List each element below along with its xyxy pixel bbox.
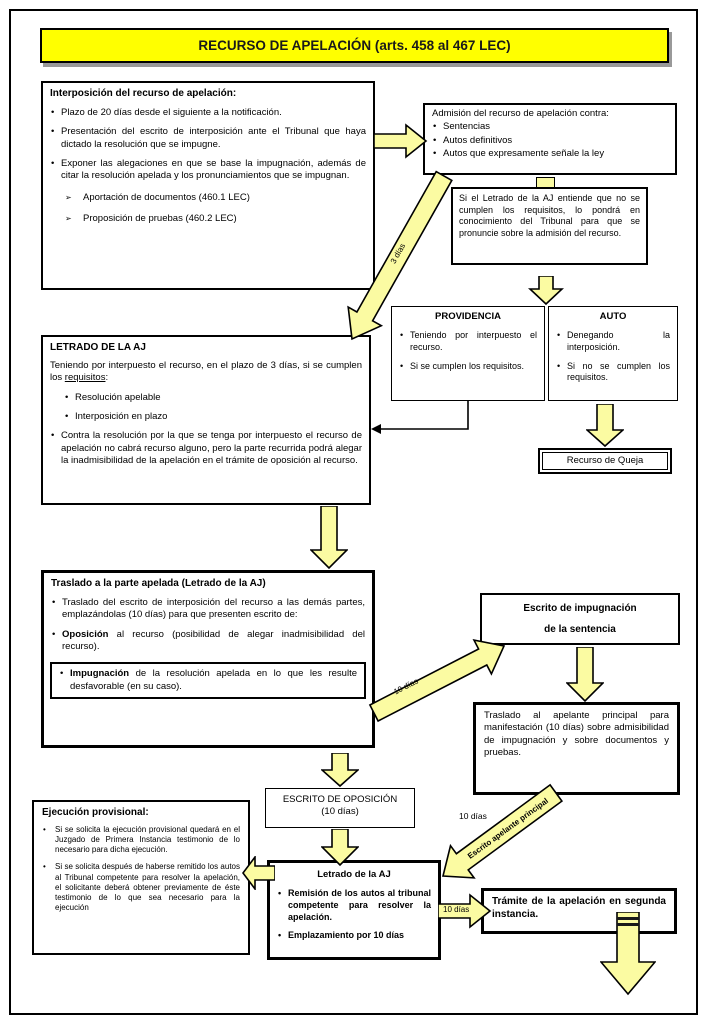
bullet: Interposición en plazo — [64, 411, 362, 424]
box-escrito-oposicion-line2: (10 días) — [321, 806, 359, 818]
box-interposicion-title: Interposición del recurso de apelación: — [50, 88, 237, 99]
arrow-3-dias-diagonal — [347, 170, 453, 341]
box-tramite-segunda-instancia: Trámite de la apelación en segunda insta… — [481, 888, 677, 934]
bullet: Resolución apelable — [64, 392, 362, 405]
box-tramite-text: Trámite de la apelación en segunda insta… — [492, 896, 666, 920]
box-escrito-oposicion: ESCRITO DE OPOSICIÓN (10 días) — [265, 788, 415, 828]
box-recurso-queja-label: Recurso de Queja — [566, 454, 644, 466]
bullet: Si no se cumplen los requisitos. — [556, 361, 670, 384]
bullet: Autos definitivos — [432, 135, 668, 148]
bullet: Exponer las alegaciones en que se base l… — [50, 158, 366, 183]
label-10-dias-arrow: 10 días — [443, 905, 470, 914]
box-letrado-aj-2: Letrado de la AJ Remisión de los autos a… — [267, 860, 441, 960]
box-letrado-aj: LETRADO DE LA AJ Teniendo por interpuest… — [41, 335, 371, 505]
box-auto: AUTO Denegando la interposición. Si no s… — [548, 306, 678, 401]
box-escrito-impugnacion-line2: de la sentencia — [544, 624, 616, 635]
box-traslado-apelante-text: Traslado al apelante principal para mani… — [484, 710, 669, 759]
box-escrito-oposicion-line1: ESCRITO DE OPOSICIÓN — [282, 794, 398, 805]
page-border — [9, 9, 698, 1015]
box-impugnacion-inner: Impugnación de la resolución apelada en … — [50, 662, 366, 700]
box-ejecucion-provisional: Ejecución provisional: Si se solicita la… — [32, 800, 250, 955]
arrow-letrado2-to-tramite — [438, 893, 492, 929]
bullet: Si se cumplen los requisitos. — [399, 361, 537, 373]
arrow-auto-to-queja — [586, 404, 624, 448]
arrow-providencia-to-letrado — [371, 401, 469, 434]
bullet: Si se solicita después de haberse remiti… — [42, 862, 240, 913]
bullet: Impugnación de la resolución apelada en … — [59, 668, 357, 693]
box-si-letrado: Si el Letrado de la AJ entiende que no s… — [451, 187, 648, 265]
box-interposicion: Interposición del recurso de apelación: … — [41, 81, 375, 290]
bullet: Presentación del escrito de interposició… — [50, 126, 366, 151]
bullet: Denegando la interposición. — [556, 330, 670, 353]
arrow-letrado2-to-ejecucion — [242, 856, 275, 890]
bullet: Teniendo por interpuesto el recurso. — [399, 330, 537, 353]
box-escrito-impugnacion-line1: Escrito de impugnación — [523, 603, 637, 614]
box-providencia: PROVIDENCIA Teniendo por interpuesto el … — [391, 306, 545, 401]
arrow-tramite-continuation — [600, 912, 656, 996]
bullet: Traslado del escrito de interposición de… — [51, 597, 365, 622]
arrow-letrado-to-traslado — [310, 506, 348, 570]
box-traslado-parte-apelada: Traslado a la parte apelada (Letrado de … — [41, 570, 375, 748]
page-title: RECURSO DE APELACIÓN (arts. 458 al 467 L… — [40, 28, 669, 63]
box-admision-title: Admisión del recurso de apelación contra… — [432, 108, 609, 119]
arrow-traslado-to-oposicion — [321, 753, 359, 788]
label-10-dias-plain: 10 días — [459, 811, 487, 821]
bullet: Autos que expresamente señale la ley — [432, 148, 668, 161]
sub-bullet: Proposición de pruebas (460.2 LEC) — [50, 213, 366, 225]
box-auto-title: AUTO — [599, 311, 627, 322]
bullet: Sentencias — [432, 121, 668, 134]
bullet: Emplazamiento por 10 días — [277, 930, 431, 942]
arrow-interposicion-to-admision — [374, 123, 428, 159]
box-traslado-title: Traslado a la parte apelada (Letrado de … — [51, 578, 266, 589]
bullet: Remisión de los autos al tribunal compet… — [277, 888, 431, 923]
arrow-escrito-apelante-diagonal — [441, 783, 564, 879]
bullet: Oposición al recurso (posibilidad de ale… — [51, 629, 365, 654]
box-traslado-apelante: Traslado al apelante principal para mani… — [473, 702, 680, 795]
sub-bullet: Aportación de documentos (460.1 LEC) — [50, 192, 366, 204]
bullet: Plazo de 20 días desde el siguiente a la… — [50, 107, 366, 120]
box-escrito-impugnacion: Escrito de impugnación de la sentencia — [480, 593, 680, 645]
box-letrado-aj-title: LETRADO DE LA AJ — [50, 342, 146, 353]
arrow-oposicion-to-letrado2 — [321, 829, 359, 867]
box-si-letrado-text: Si el Letrado de la AJ entiende que no s… — [459, 193, 640, 239]
box-admision: Admisión del recurso de apelación contra… — [423, 103, 677, 175]
arrow-10-dias-diagonal — [368, 638, 506, 723]
box-letrado-aj-2-title: Letrado de la AJ — [317, 869, 391, 880]
box-ejecucion-title: Ejecución provisional: — [42, 807, 149, 818]
underlined-word: requisitos — [64, 372, 106, 384]
bullet: Si se solicita la ejecución provisional … — [42, 825, 240, 855]
arrow-impugnacion-to-traslado-apelante — [566, 647, 604, 703]
box-providencia-title: PROVIDENCIA — [435, 311, 501, 322]
bullet: Contra la resolución por la que se tenga… — [50, 430, 362, 467]
box-letrado-aj-intro: Teniendo por interpuesto el recurso, en … — [50, 360, 362, 384]
box-recurso-queja: Recurso de Queja — [538, 448, 672, 474]
arrow-si-letrado-to-resoluciones — [528, 276, 564, 306]
